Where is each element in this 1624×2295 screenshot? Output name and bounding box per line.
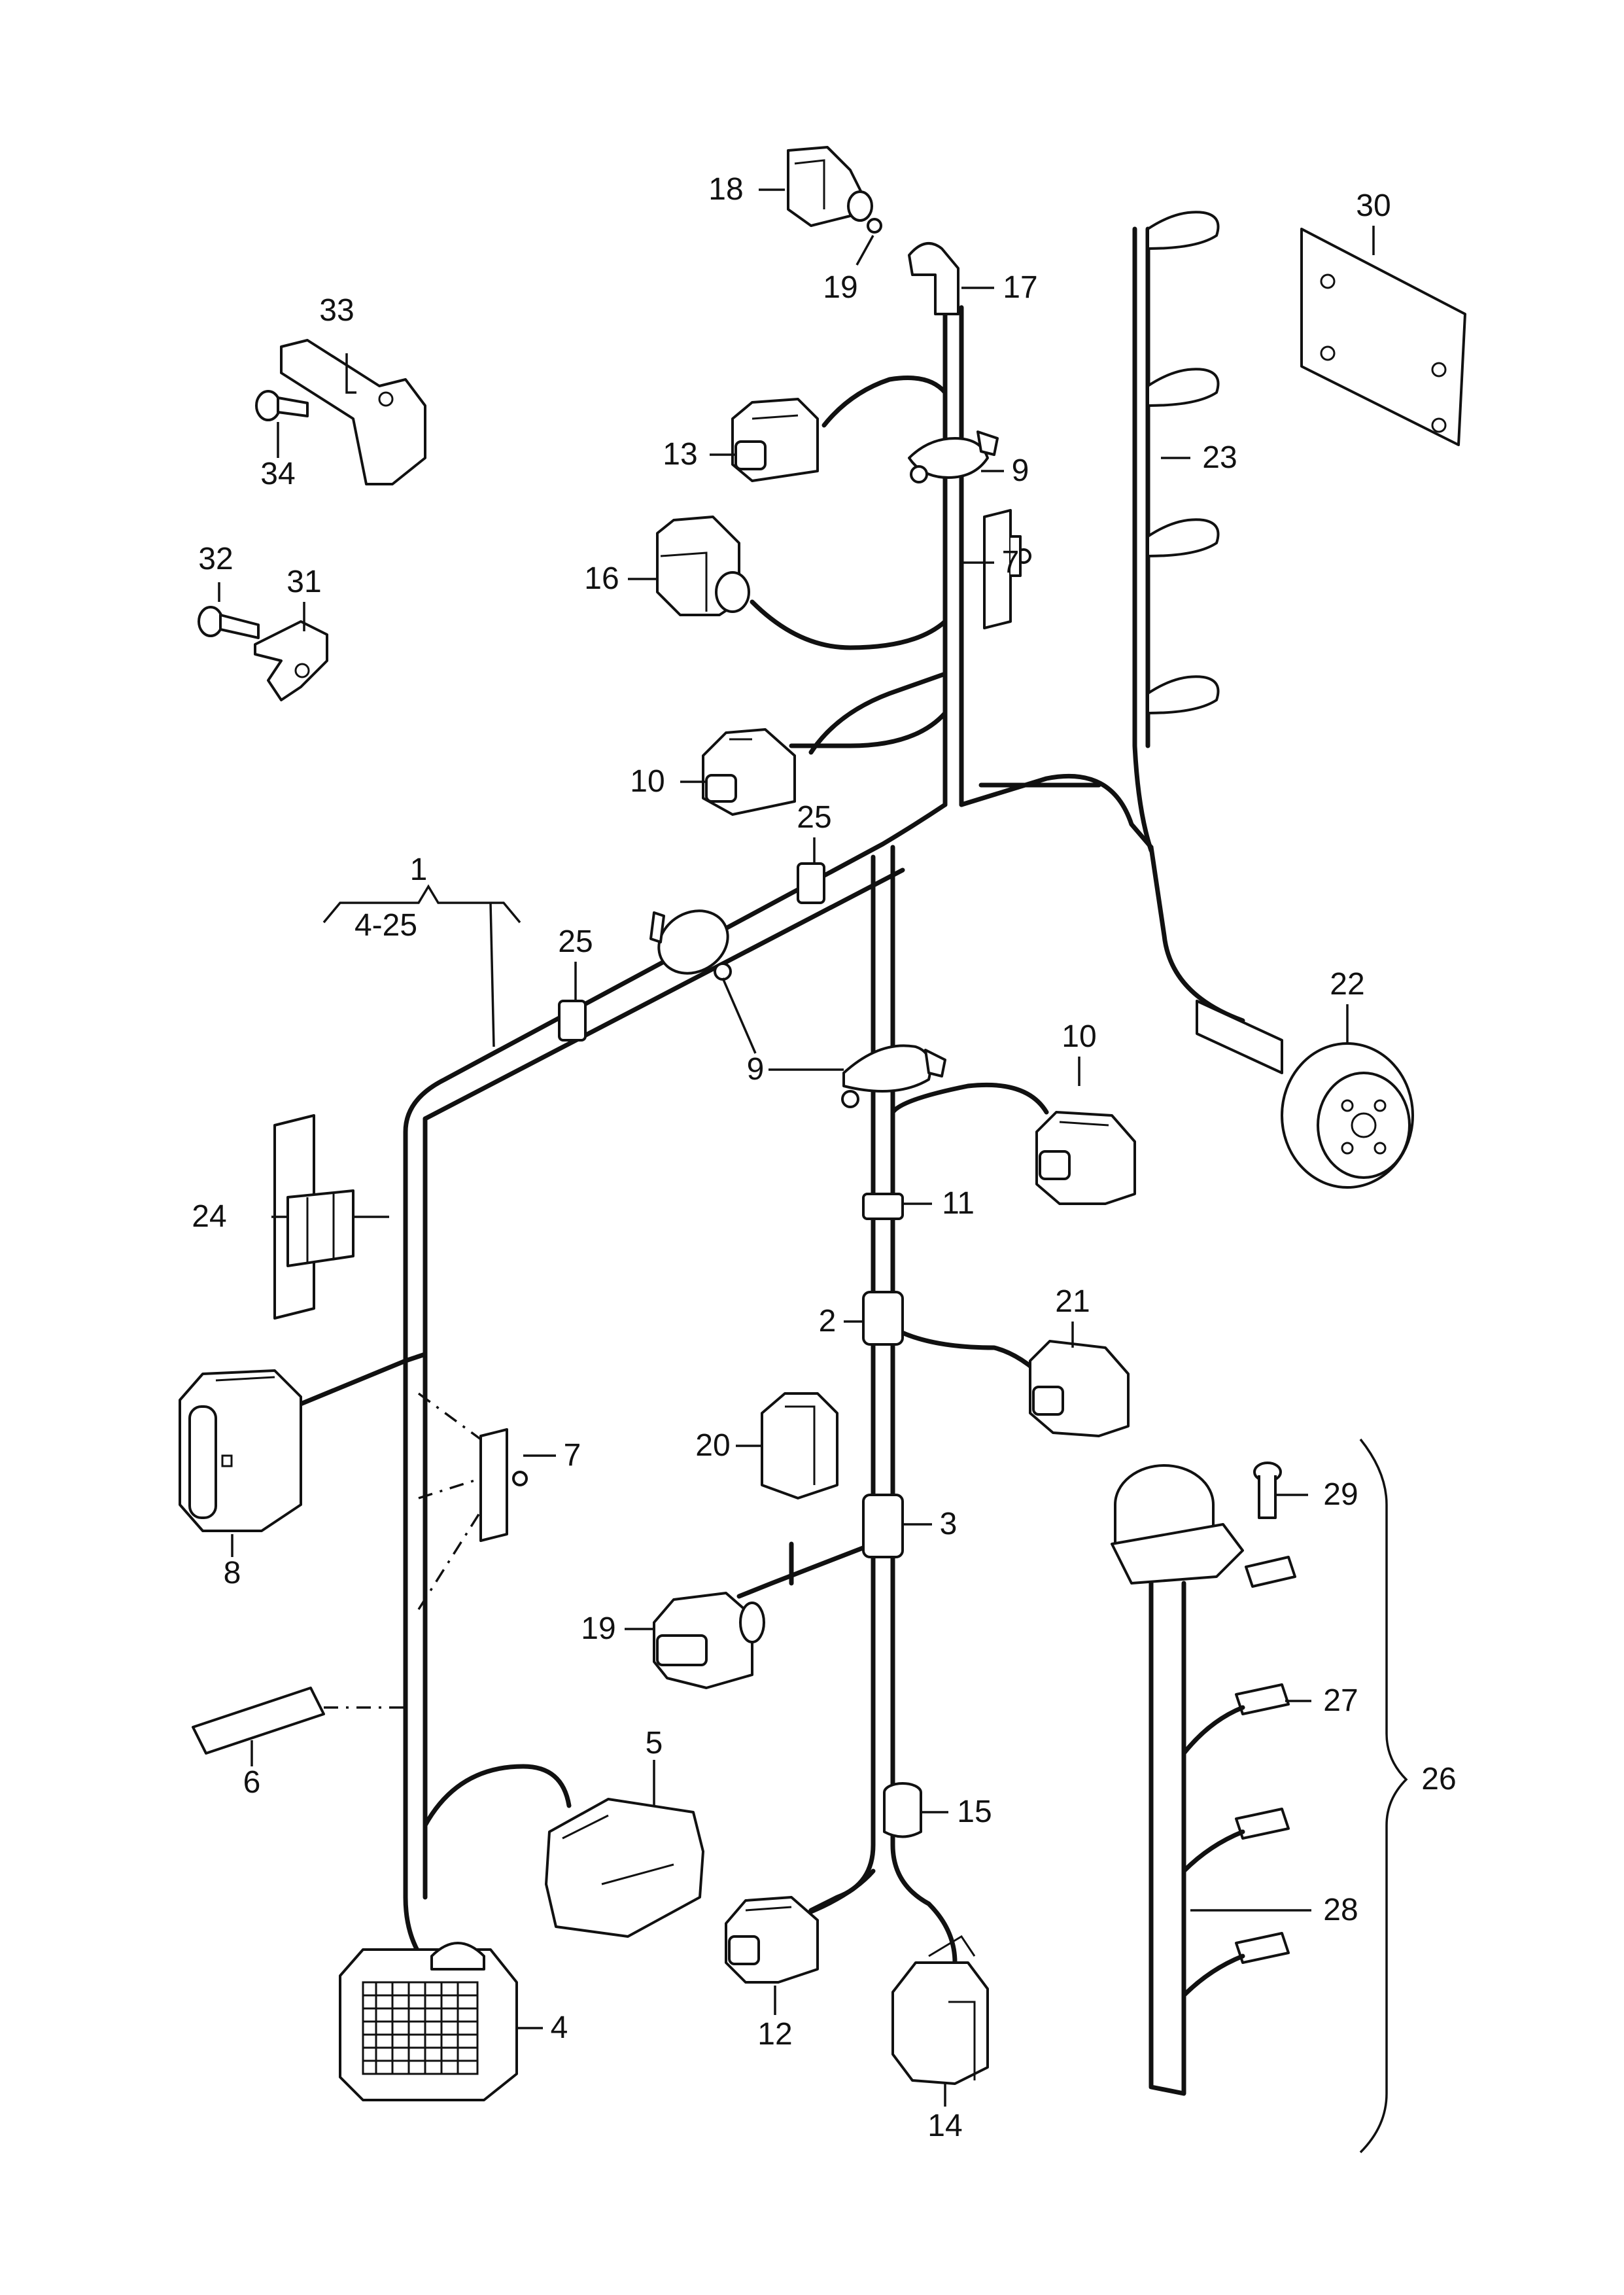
callout-16: 16 xyxy=(584,561,619,596)
part-7-bracket-upper xyxy=(983,509,1031,629)
part-30-plate xyxy=(1300,228,1466,446)
part-21-connector xyxy=(1029,1340,1130,1437)
part-10-connector-lower xyxy=(1035,1111,1136,1205)
part-7-bracket-lower xyxy=(479,1428,528,1542)
callout-10-upper: 10 xyxy=(630,764,665,799)
callout-12: 12 xyxy=(757,2017,792,2052)
part-11-clip xyxy=(862,1193,904,1220)
callout-11: 11 xyxy=(942,1186,975,1221)
leader-1 xyxy=(489,902,495,1047)
part-8-connector xyxy=(179,1369,302,1532)
part-2-sleeve xyxy=(862,1291,904,1346)
callout-34: 34 xyxy=(260,457,295,491)
callout-21: 21 xyxy=(1055,1284,1090,1319)
callout-5: 5 xyxy=(646,1726,663,1761)
part-32-bolt xyxy=(198,606,260,639)
callout-10-lower: 10 xyxy=(1062,1019,1096,1054)
part-24-bracket xyxy=(273,1114,354,1320)
callout-15: 15 xyxy=(957,1795,992,1829)
part-33-bracket xyxy=(280,339,426,485)
callout-1-range: 4-25 xyxy=(354,908,417,943)
callout-4: 4 xyxy=(551,2010,568,2045)
callout-28: 28 xyxy=(1323,1893,1358,1927)
callout-33: 33 xyxy=(319,293,354,328)
callout-9-center: 9 xyxy=(747,1052,765,1087)
part-10-connector-upper xyxy=(702,728,796,816)
leader-lines xyxy=(218,188,1375,2107)
part-18-sensor xyxy=(787,146,873,227)
callout-8: 8 xyxy=(224,1556,241,1590)
callout-2: 2 xyxy=(819,1304,837,1339)
part-15-sleeve xyxy=(883,1782,922,1838)
part-14-connector xyxy=(891,1935,989,2085)
callout-1: 1 xyxy=(410,852,428,887)
part-9-ring-diagonal xyxy=(649,909,732,981)
part-27-connector xyxy=(1181,1683,1290,1756)
part-9-clip-upper xyxy=(908,430,999,483)
callout-19-lower: 19 xyxy=(581,1611,615,1646)
part-3-sleeve xyxy=(862,1494,904,1558)
callout-22: 22 xyxy=(1330,967,1364,1002)
part-25-clip-left xyxy=(558,1000,587,1042)
callout-7-lower: 7 xyxy=(564,1438,581,1473)
callout-20: 20 xyxy=(695,1428,730,1463)
part-31-bracket xyxy=(254,620,328,701)
callout-27: 27 xyxy=(1323,1683,1358,1718)
part-25-clip-right xyxy=(797,862,825,904)
part-16-connector xyxy=(656,516,750,616)
part-19-pin xyxy=(867,218,882,234)
callout-9-upper: 9 xyxy=(1012,453,1029,488)
callout-25-left: 25 xyxy=(558,924,593,959)
part-17-connector xyxy=(908,242,959,315)
callout-25-right: 25 xyxy=(797,800,831,835)
callout-17: 17 xyxy=(1003,270,1037,305)
callout-32: 32 xyxy=(198,542,233,576)
part-7-dashed-link xyxy=(417,1392,482,1610)
part-34-bolt xyxy=(255,390,309,421)
part-26-sub-harness xyxy=(1111,1464,1244,2096)
part-19-connector-lower xyxy=(653,1592,765,1689)
callout-23: 23 xyxy=(1202,440,1237,475)
callout-18: 18 xyxy=(708,172,743,207)
callout-29: 29 xyxy=(1323,1477,1358,1512)
callout-26: 26 xyxy=(1421,1762,1456,1796)
part-22-round-connector xyxy=(1196,1000,1414,1189)
callout-14: 14 xyxy=(927,2109,962,2143)
callout-13: 13 xyxy=(663,437,697,472)
callout-19-upper: 19 xyxy=(823,270,857,305)
part-6-label xyxy=(192,1687,325,1755)
part-12-connector xyxy=(725,1896,819,1984)
part-29-bolt xyxy=(1253,1462,1282,1519)
callout-6: 6 xyxy=(243,1765,261,1800)
callout-labels: 1 4-25 2 3 4 5 6 7 7 8 9 9 10 10 11 12 1… xyxy=(192,172,1456,2143)
part-29-connector-top xyxy=(1245,1556,1296,1588)
callout-30: 30 xyxy=(1356,188,1391,223)
part-4-ecu-connector xyxy=(339,1942,518,2101)
part-28-connector-2 xyxy=(1181,1932,1290,1998)
callout-31: 31 xyxy=(286,565,321,599)
main-harness xyxy=(292,226,1245,1965)
part-23-harness-loom xyxy=(1147,211,1220,714)
part-28-connector-1 xyxy=(1181,1808,1290,1874)
part-13-connector xyxy=(731,398,819,482)
callout-24: 24 xyxy=(192,1199,226,1234)
callout-3: 3 xyxy=(940,1507,958,1541)
callout-7-upper: 7 xyxy=(1002,545,1020,580)
part-20-connector xyxy=(761,1392,838,1499)
part-9-clip-center xyxy=(841,1044,946,1108)
bracket-1 xyxy=(322,884,521,924)
part-5-connector xyxy=(545,1798,704,1938)
bracket-26 xyxy=(1359,1438,1408,2154)
